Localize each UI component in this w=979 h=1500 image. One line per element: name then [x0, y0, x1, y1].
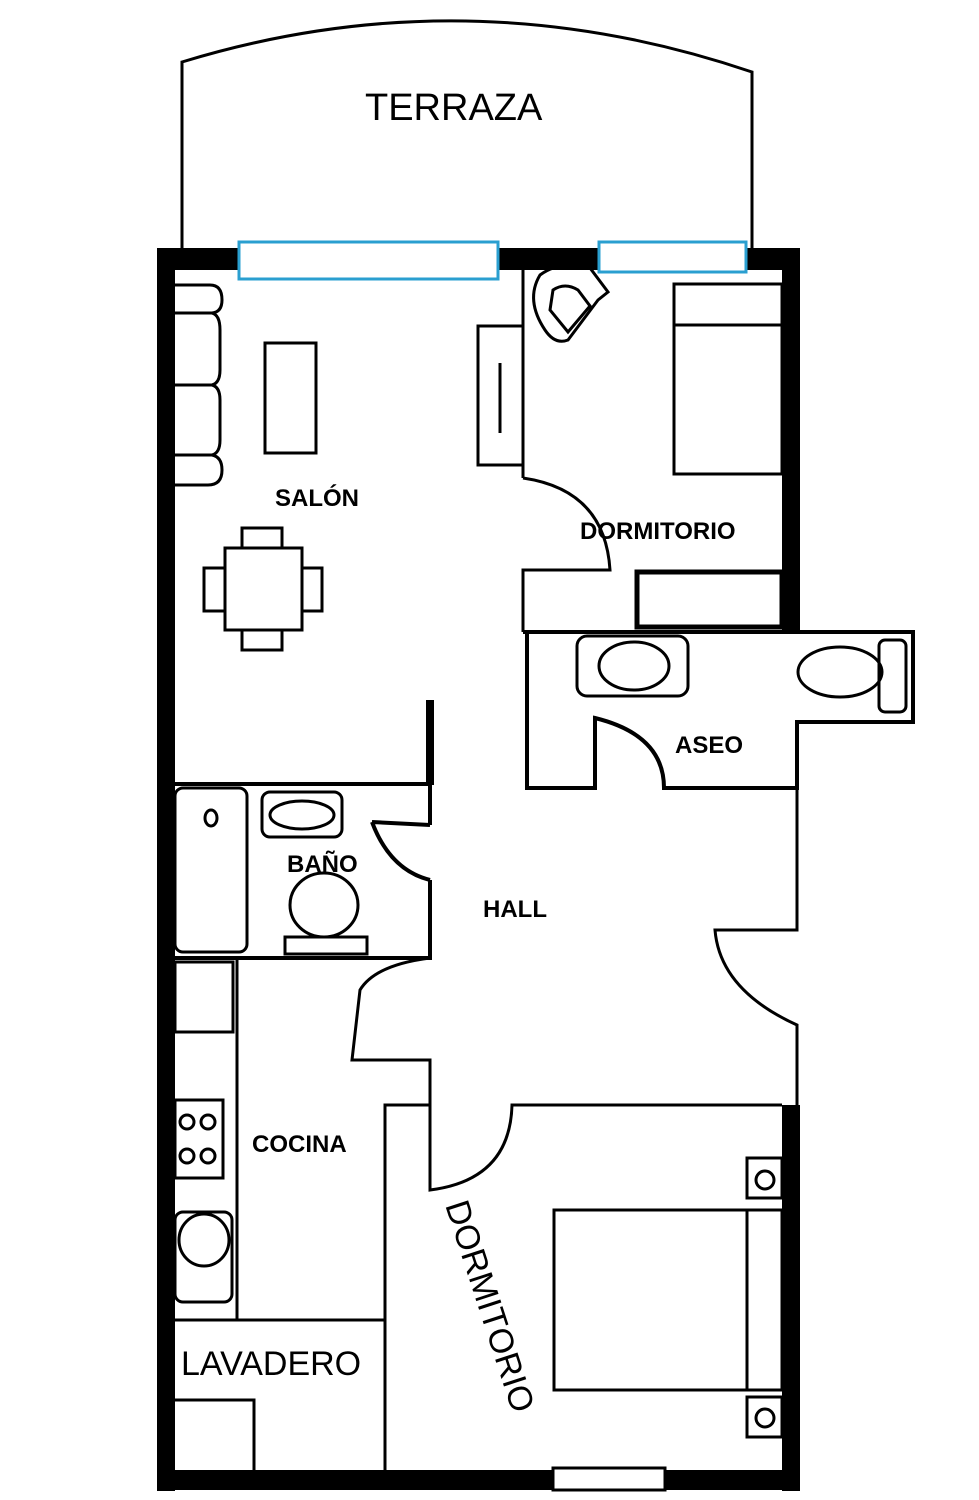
kitchen-sink — [173, 1210, 234, 1304]
aseo-walls — [523, 630, 915, 790]
armchair — [532, 263, 611, 343]
chair — [300, 566, 324, 613]
label-bano: BAÑO — [287, 850, 358, 878]
coffee-table — [263, 341, 318, 455]
nightstand — [745, 1395, 784, 1439]
bathtub — [173, 786, 249, 954]
wall-right-bottom — [782, 1105, 800, 1491]
label-aseo: ASEO — [675, 732, 743, 759]
toilet — [796, 645, 884, 699]
label-lavadero: LAVADERO — [181, 1345, 361, 1383]
chair — [202, 566, 227, 613]
wall-left — [157, 248, 175, 1491]
label-salon: SALÓN — [275, 484, 359, 512]
dormitorio-wall — [521, 270, 612, 632]
chair — [240, 628, 284, 652]
window-dormitorio — [597, 240, 748, 274]
hall-walls — [350, 788, 799, 1470]
dining-table — [223, 546, 304, 632]
bano-toilet — [288, 871, 360, 939]
chair — [240, 526, 284, 550]
window-dormitorio2 — [551, 1466, 667, 1492]
wardrobe — [634, 569, 785, 630]
wall-bottom — [157, 1470, 800, 1490]
nightstand — [745, 1156, 784, 1200]
cooktop — [173, 1098, 225, 1180]
label-dormitorio-2: DORMITORIO — [437, 1196, 541, 1417]
label-hall: HALL — [483, 896, 547, 923]
bed — [672, 282, 784, 476]
wall-right-top — [782, 248, 800, 630]
terrace-outline — [180, 19, 754, 248]
window-salon — [237, 240, 500, 281]
label-dormitorio: DORMITORIO — [580, 518, 736, 545]
cocina-walls — [172, 958, 385, 1470]
bed-2 — [552, 1208, 784, 1392]
bano-sink — [260, 790, 344, 839]
label-cocina: COCINA — [252, 1131, 347, 1158]
sink — [575, 634, 690, 698]
label-terraza: TERRAZA — [365, 87, 543, 129]
sofa — [175, 283, 224, 487]
